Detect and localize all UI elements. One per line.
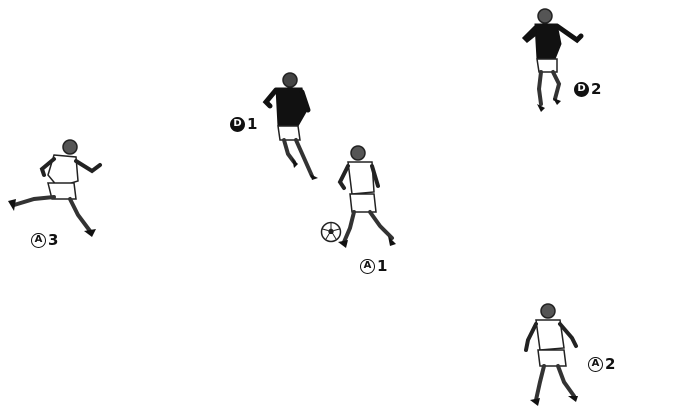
- player-number: 2: [591, 80, 601, 98]
- attacker-badge: A: [588, 357, 603, 372]
- attacker-badge: A: [31, 233, 46, 248]
- label-a1: A 1: [360, 257, 387, 275]
- player-number: 2: [605, 355, 615, 373]
- soccer-ball-icon: [320, 221, 342, 243]
- label-d1: D 1: [230, 115, 257, 133]
- attacker-a2-figure: [520, 300, 590, 409]
- defender-d2-figure: [515, 4, 595, 119]
- defender-d1-figure: [258, 70, 328, 186]
- label-d2: D 2: [574, 80, 601, 98]
- label-a3: A 3: [31, 231, 58, 249]
- player-number: 1: [377, 257, 387, 275]
- attacker-badge: A: [360, 259, 375, 274]
- defender-badge: D: [230, 117, 245, 132]
- defender-badge: D: [574, 82, 589, 97]
- attacker-a3-figure: [4, 135, 109, 245]
- player-number: 1: [247, 115, 257, 133]
- player-number: 3: [48, 231, 58, 249]
- label-a2: A 2: [588, 355, 615, 373]
